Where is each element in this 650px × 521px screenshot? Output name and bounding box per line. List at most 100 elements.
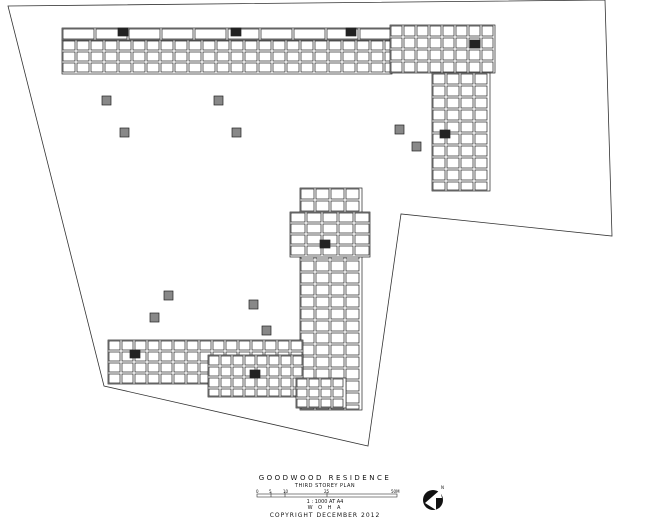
room <box>118 40 132 51</box>
room <box>320 378 332 388</box>
stair-core <box>117 27 129 37</box>
room <box>315 272 330 284</box>
drawing-subtitle: THIRD STOREY PLAN <box>294 483 356 489</box>
room <box>238 340 251 351</box>
balcony-planter <box>261 325 272 336</box>
room <box>244 40 258 51</box>
room <box>286 62 300 73</box>
room <box>244 355 256 366</box>
north-label: N <box>441 485 444 490</box>
room <box>186 340 199 351</box>
room <box>216 62 230 73</box>
room <box>338 223 354 234</box>
room <box>280 366 292 377</box>
room <box>345 200 360 212</box>
room <box>342 51 356 62</box>
room <box>315 284 330 296</box>
room <box>160 62 174 73</box>
room <box>308 378 320 388</box>
room <box>446 97 460 109</box>
room <box>108 340 121 351</box>
room <box>345 356 360 368</box>
room <box>345 296 360 308</box>
room <box>300 296 315 308</box>
room <box>315 332 330 344</box>
room <box>474 97 488 109</box>
room <box>330 188 345 200</box>
room <box>300 200 315 212</box>
room <box>315 368 330 380</box>
room <box>332 388 344 398</box>
room <box>403 61 416 73</box>
room <box>286 51 300 62</box>
room <box>481 49 494 61</box>
room <box>315 296 330 308</box>
room <box>314 51 328 62</box>
room <box>455 61 468 73</box>
stair-core <box>469 39 481 49</box>
room <box>370 51 384 62</box>
room <box>292 355 303 366</box>
room <box>174 40 188 51</box>
room <box>173 351 186 362</box>
room <box>90 40 104 51</box>
room <box>62 51 76 62</box>
room <box>220 377 232 388</box>
room <box>268 355 280 366</box>
room <box>230 62 244 73</box>
room <box>345 188 360 200</box>
room <box>342 62 356 73</box>
room <box>128 28 161 40</box>
room <box>460 169 474 181</box>
room <box>188 40 202 51</box>
room <box>460 181 474 191</box>
scale-text: 1 : 1000 AT A4 <box>306 499 344 505</box>
room <box>446 133 460 145</box>
room <box>460 109 474 121</box>
room <box>132 40 146 51</box>
room <box>256 377 268 388</box>
room <box>390 49 403 61</box>
room <box>330 368 345 380</box>
room <box>194 28 227 40</box>
room <box>429 61 442 73</box>
room <box>354 223 370 234</box>
room <box>232 366 244 377</box>
room <box>345 272 360 284</box>
room <box>474 145 488 157</box>
room <box>326 28 359 40</box>
room <box>232 377 244 388</box>
room <box>432 85 446 97</box>
room <box>161 28 194 40</box>
room <box>306 245 322 256</box>
room <box>188 51 202 62</box>
room <box>390 61 403 73</box>
room <box>460 97 474 109</box>
room <box>446 157 460 169</box>
balcony-planter <box>231 127 242 138</box>
room <box>90 51 104 62</box>
room <box>230 40 244 51</box>
room <box>390 37 403 49</box>
room <box>474 157 488 169</box>
room <box>345 320 360 332</box>
room <box>300 308 315 320</box>
room <box>455 37 468 49</box>
room <box>460 145 474 157</box>
room <box>147 362 160 373</box>
room <box>199 340 212 351</box>
balcony-planter <box>411 141 422 152</box>
room <box>290 223 306 234</box>
room <box>306 212 322 223</box>
room <box>345 392 360 404</box>
room <box>481 61 494 73</box>
room <box>227 28 260 40</box>
room <box>258 51 272 62</box>
room <box>474 181 488 191</box>
room <box>208 388 220 397</box>
room <box>474 85 488 97</box>
room <box>338 245 354 256</box>
room <box>442 37 455 49</box>
room <box>403 49 416 61</box>
room <box>330 344 345 356</box>
